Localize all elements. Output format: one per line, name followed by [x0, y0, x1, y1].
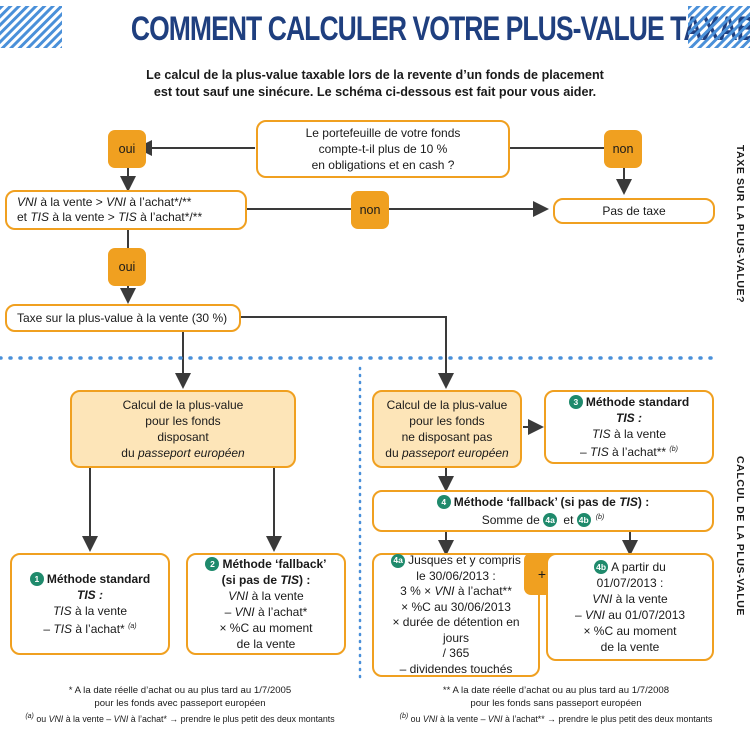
calc-noneu-line-4: du passeport européen	[385, 446, 509, 460]
tax-30-label: Taxe sur la plus-value à la vente (30 %)	[17, 311, 228, 325]
calc-noneu-passport-box: Calcul de la plus-value pour les fonds n…	[372, 390, 522, 468]
method-4-sum: Somme de 4a et 4b (b)	[481, 513, 605, 527]
method-4b-line-3: VNI à la vente	[592, 592, 668, 606]
title-bar: COMMENT CALCULER VOTRE PLUS-VALUE TAXABL…	[0, 0, 750, 58]
footnote-left-line-1: * A la date réelle d’achat ou au plus ta…	[68, 685, 292, 696]
method-1-tis: TIS :	[77, 588, 103, 602]
vni-tis-condition-box: VNI à la vente > VNI à l’achat*/** et TI…	[5, 190, 247, 230]
calc-noneu-line-2: pour les fonds	[409, 414, 485, 428]
method-4a-line-3: 3 % × VNI à l’achat**	[400, 584, 512, 598]
method-2-sub: (si pas de TIS) :	[221, 573, 311, 587]
calc-eu-line-4: du passeport européen	[121, 446, 245, 460]
badge-4b: 4b	[594, 560, 609, 574]
method-4a-line-7: – dividendes touchés	[399, 661, 513, 676]
footnote-left-line-2: pour les fonds avec passeport européen	[94, 698, 266, 709]
badge-2: 2	[205, 557, 220, 571]
method-1-line-1: TIS à la vente	[52, 604, 128, 618]
side-label-calc: CALCUL DE LA PLUS-VALUE	[734, 455, 746, 617]
method-2-line-2: – VNI à l’achat*	[224, 605, 308, 619]
method-4a-line-6: / 365	[442, 646, 470, 660]
badge-1: 1	[29, 572, 44, 586]
arrow-tax-to-calc-noneu	[240, 316, 454, 389]
calc-eu-line-2: pour les fonds	[145, 414, 221, 428]
tis-condition-line: et TIS à la vente > TIS à l’achat*/**	[17, 210, 203, 224]
calc-noneu-line-3: ne disposant pas	[401, 430, 493, 444]
question-line-3: en obligations et en cash ?	[311, 158, 455, 172]
method-4b-line-6: de la vente	[600, 640, 660, 654]
question-line-2: compte-t-il plus de 10 %	[318, 142, 448, 156]
side-label-tax: TAXE SUR LA PLUS-VALUE?	[734, 144, 746, 304]
badge-4a-inline: 4a	[543, 513, 558, 527]
method-2-line-1: VNI à la vente	[228, 589, 304, 603]
oui-pill-middle: oui	[108, 248, 146, 286]
no-tax-box: Pas de taxe	[553, 198, 715, 224]
subtitle-line-1: Le calcul de la plus-value taxable lors …	[146, 68, 604, 82]
question-line-1: Le portefeuille de votre fonds	[305, 126, 461, 140]
right-stripe-decoration	[688, 6, 750, 48]
method-4b-line-2: 01/07/2013 :	[596, 576, 664, 590]
method-4b-line-4: – VNI au 01/07/2013	[574, 608, 686, 622]
left-stripe-decoration	[0, 6, 62, 48]
badge-3: 3	[568, 395, 583, 409]
footnote-right-line-2: pour les fonds sans passeport européen	[470, 698, 642, 709]
method-3-line-1: TIS à la vente	[591, 427, 667, 441]
footnote-left-line-3: (a) ou VNI à la vente – VNI à l’achat* →…	[25, 713, 335, 724]
non-pill-middle: non	[351, 191, 389, 229]
calc-eu-passport-box: Calcul de la plus-value pour les fonds d…	[70, 390, 296, 468]
no-tax-label: Pas de taxe	[602, 204, 666, 218]
footnote-right: ** A la date réelle d’achat ou au plus t…	[364, 684, 748, 726]
oui-pill-top: oui	[108, 130, 146, 168]
method-4b-line-5: × %C au moment	[583, 624, 677, 638]
subtitle-line-2: est tout sauf une sinécure. Le schéma ci…	[153, 85, 597, 99]
method-2-line-3: × %C au moment	[219, 621, 313, 635]
calc-noneu-line-1: Calcul de la plus-value	[386, 398, 508, 412]
badge-4b-inline: 4b	[576, 513, 591, 527]
footnote-left: * A la date réelle d’achat ou au plus ta…	[4, 684, 356, 726]
subtitle: Le calcul de la plus-value taxable lors …	[100, 67, 650, 101]
method-3-tis: TIS :	[616, 411, 642, 425]
method-4a-line-2: le 30/06/2013 :	[416, 568, 496, 583]
calc-eu-line-1: Calcul de la plus-value	[122, 398, 244, 412]
calc-eu-line-3: disposant	[157, 430, 209, 444]
method-4a-line-4: × %C au 30/06/2013	[401, 599, 511, 614]
method-1-line-2: – TIS à l’achat* (a)	[43, 622, 137, 636]
vni-condition-line: VNI à la vente > VNI à l’achat*/**	[17, 195, 192, 209]
question-portfolio-box: Le portefeuille de votre fonds compte-t-…	[256, 120, 510, 178]
footnote-right-line-3: (b) ou VNI à la vente – VNI à l’achat** …	[399, 713, 713, 724]
badge-4a: 4a	[391, 553, 406, 568]
method-4a-line-5: × durée de détention en jours	[392, 615, 520, 645]
non-pill-top: non	[604, 130, 642, 168]
tax-30-box: Taxe sur la plus-value à la vente (30 %)	[5, 304, 241, 332]
method-3-line-2: – TIS à l’achat** (b)	[580, 445, 678, 459]
badge-4: 4	[436, 495, 451, 509]
method-2-line-4: de la vente	[236, 637, 296, 651]
footnote-right-line-1: ** A la date réelle d’achat ou au plus t…	[442, 685, 670, 696]
